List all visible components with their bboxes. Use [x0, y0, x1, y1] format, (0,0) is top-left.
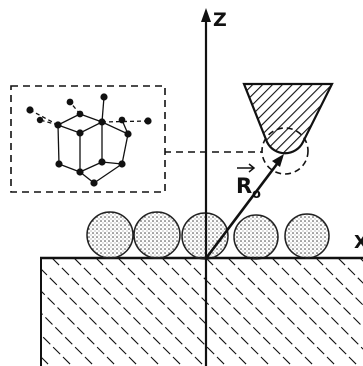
substrate — [0, 256, 363, 366]
substrate-hatch-line — [117, 258, 227, 366]
substrate-hatch-line — [40, 355, 51, 366]
vector-label-main: R — [236, 174, 252, 198]
z-axis-label: Z — [213, 9, 227, 31]
substrate-hatch-line — [40, 333, 73, 366]
substrate-hatch-line — [51, 258, 161, 366]
x-axis-label: X — [354, 232, 363, 253]
substrate-hatch-line — [40, 311, 95, 366]
substrate-hatch-line — [139, 258, 249, 366]
surface-atoms — [86, 211, 330, 260]
substrate-hatch-line — [73, 258, 183, 366]
substrate-hatch-line — [315, 258, 363, 306]
surface-atom — [86, 211, 134, 259]
substrate-hatch-line — [271, 258, 363, 350]
substrate-hatch-line — [95, 258, 205, 366]
substrate-hatch-line — [40, 267, 139, 366]
inset-atoms — [26, 93, 152, 187]
substrate-hatch-line — [161, 258, 271, 366]
substrate-hatch-line — [40, 289, 117, 366]
substrate-hatch-line — [227, 258, 337, 366]
surface-atom — [233, 214, 279, 260]
inset-box — [10, 85, 166, 193]
surface-atom — [133, 211, 181, 259]
z-axis — [201, 8, 211, 366]
tip — [242, 82, 334, 155]
vector-label-subscript: o — [252, 187, 261, 202]
substrate-hatch-line — [205, 258, 315, 366]
substrate-hatch-line — [183, 258, 293, 366]
substrate-hatch-line — [249, 258, 359, 366]
tip-apex-atom — [261, 127, 309, 175]
vector-label: R o — [236, 163, 261, 202]
substrate-hatch-line — [0, 258, 28, 366]
surface-atom — [284, 213, 330, 259]
substrate-hatch-line — [293, 258, 363, 328]
position-vector — [205, 154, 284, 258]
